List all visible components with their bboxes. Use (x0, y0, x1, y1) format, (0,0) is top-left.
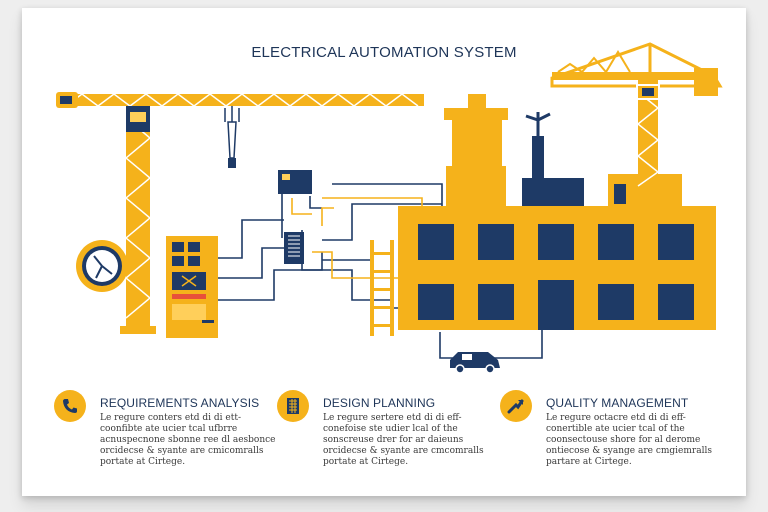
monitor-icon (278, 170, 312, 194)
infographic-card: ELECTRICAL AUTOMATION SYSTEM (22, 8, 746, 496)
factory-building (398, 94, 716, 330)
blueprint-icon (277, 390, 309, 422)
feature-body: Le regure sertere etd di di eff- conefoi… (323, 413, 484, 467)
page-title: ELECTRICAL AUTOMATION SYSTEM (251, 44, 517, 61)
feature-heading: DESIGN PLANNING (323, 396, 436, 410)
check-arrow-icon (500, 390, 532, 422)
right-crane (550, 42, 723, 188)
feature-heading: QUALITY MANAGEMENT (546, 396, 689, 410)
feature-body: Le regure octacre etd di di eff- conerti… (546, 413, 712, 467)
control-cabinet (166, 236, 218, 338)
feature-body: Le regure conters etd di di ett- coonfib… (100, 413, 276, 467)
ladder (370, 240, 394, 336)
van-icon (450, 352, 500, 374)
feature-heading: REQUIREMENTS ANALYSIS (100, 396, 260, 410)
left-crane (56, 92, 424, 334)
automation-illustration (56, 42, 723, 374)
phone-icon (54, 390, 86, 422)
